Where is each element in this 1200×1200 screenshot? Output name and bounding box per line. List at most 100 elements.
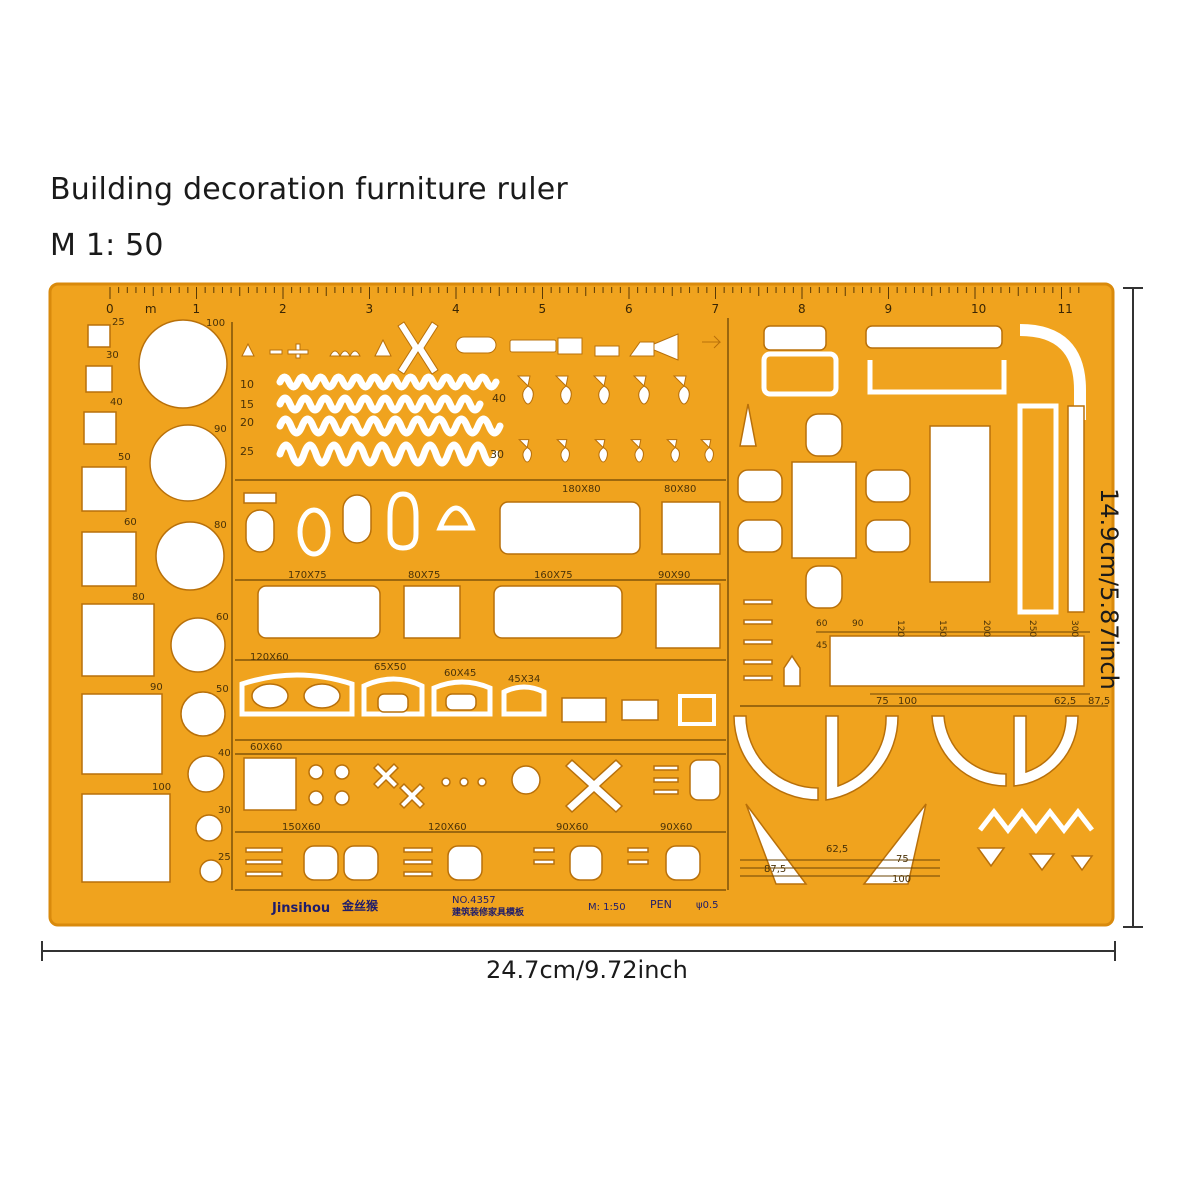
scale-number: 8: [798, 302, 806, 316]
circle-cutouts: [138, 319, 228, 883]
brand-cn-text: 金丝猴: [341, 898, 379, 913]
square-size-label: 100: [152, 782, 171, 793]
circle-size-label: 90: [214, 424, 227, 435]
wave-cutouts: [276, 373, 504, 467]
right-scale-label: 62,5: [1054, 696, 1076, 707]
size-label: 60X45: [444, 668, 476, 679]
circle-size-label: 25: [218, 852, 231, 863]
size-label: 160X75: [534, 570, 573, 581]
model-description: 建筑装修家具模板: [452, 906, 525, 918]
height-dimension-line: [1123, 287, 1143, 928]
wave-size-label: 20: [240, 416, 254, 429]
right-scale-label: 300: [1069, 620, 1079, 637]
right-scale-label: 150: [937, 620, 947, 637]
square-size-label: 50: [118, 452, 131, 463]
right-scale-label: 75: [876, 696, 889, 707]
right-scale-label: 45: [816, 641, 827, 651]
circle-size-label: 30: [218, 805, 231, 816]
teardrop-cutout: [592, 375, 610, 405]
scale-number: 2: [279, 302, 287, 316]
bath-cutouts: [245, 845, 701, 881]
scale-number: 9: [885, 302, 893, 316]
right-scale-label: 250: [1027, 620, 1037, 637]
size-label: 60X60: [250, 742, 282, 753]
circle-size-label: 80: [214, 520, 227, 531]
circle-size-labels: 100 90 80 60 50 40 30 25: [206, 318, 231, 863]
dining-set-cutouts: [737, 324, 1086, 687]
teardrop-cutout: [554, 375, 572, 405]
scale-number: 7: [712, 302, 720, 316]
dot-row-label: 30: [490, 448, 504, 461]
circle-size-label: 40: [218, 748, 231, 759]
square-size-labels: 25 30 40 50 60 80 90 100: [106, 317, 171, 793]
pen-size-text: ψ0.5: [696, 900, 719, 911]
width-dimension-line: [41, 941, 1116, 961]
right-scale-label: 90: [852, 619, 864, 629]
size-label: 180X80: [562, 484, 601, 495]
dimension-labels: 180X80 80X80 170X75 80X75 160X75 90X90 120X60 6…: [250, 484, 719, 918]
square-size-label: 60: [124, 517, 137, 528]
wave-size-labels: 10 15 20 25: [240, 378, 254, 458]
size-label: 80X75: [408, 570, 440, 581]
size-label: 90X90: [658, 570, 690, 581]
square-size-label: 90: [150, 682, 163, 693]
size-label: 90X60: [660, 822, 692, 833]
scale-number: 0: [106, 302, 114, 316]
size-label: 80X80: [664, 484, 696, 495]
teardrop-cutout: [517, 439, 532, 463]
scale-number: 3: [366, 302, 374, 316]
wave-size-label: 15: [240, 398, 254, 411]
fixture-symbols: [241, 321, 722, 375]
scale-number: m: [145, 302, 157, 316]
right-scale-label: 200: [981, 620, 991, 637]
teardrop-cutout: [516, 375, 534, 405]
teardrop-cutout: [629, 439, 644, 463]
size-label: 170X75: [288, 570, 327, 581]
model-number: NO.4357: [452, 895, 496, 906]
square-size-label: 30: [106, 350, 119, 361]
teardrop-cutouts: [516, 375, 714, 463]
square-size-label: 80: [132, 592, 145, 603]
circle-size-label: 100: [206, 318, 225, 329]
square-size-label: 25: [112, 317, 125, 328]
right-scale-lines: [740, 631, 1090, 877]
scale-number: 5: [539, 302, 547, 316]
stair-mark-label: 100: [892, 874, 911, 885]
teardrop-cutout: [555, 439, 570, 463]
bed-cutouts: [257, 501, 721, 649]
size-label: 90X60: [556, 822, 588, 833]
square-size-label: 40: [110, 397, 123, 408]
right-scale-label: 60: [816, 619, 828, 629]
right-scale-label: 87,5: [1088, 696, 1110, 707]
size-label: 120X60: [250, 652, 289, 663]
teardrop-size-labels: 40 30: [490, 392, 506, 461]
wave-size-label: 25: [240, 445, 254, 458]
right-scale-label: 120: [895, 620, 905, 637]
height-label: 14.9cm/5.87inch: [1095, 488, 1123, 690]
dot-row-label: 40: [492, 392, 506, 405]
scale-number: 10: [971, 302, 986, 316]
teardrop-cutout: [632, 375, 650, 405]
pen-text: PEN: [650, 898, 672, 911]
size-label: 45X34: [508, 674, 540, 685]
section-dividers: [231, 318, 1108, 891]
square-cutouts: [81, 324, 171, 883]
ratio-text: M: 1:50: [588, 902, 626, 913]
sanitary-cutouts: [243, 491, 476, 557]
title-caption: Building decoration furniture ruler: [50, 172, 568, 207]
tile-cutouts: [243, 757, 721, 814]
right-scale-label: 100: [898, 696, 917, 707]
scale-number: 11: [1058, 302, 1073, 316]
brand-text: Jinsihou: [271, 901, 330, 916]
size-label: 150X60: [282, 822, 321, 833]
sofa-cutouts: [239, 672, 716, 726]
wave-size-label: 10: [240, 378, 254, 391]
size-label: 120X60: [428, 822, 467, 833]
teardrop-cutout: [699, 439, 714, 463]
circle-size-label: 60: [216, 612, 229, 623]
scale-number: 6: [625, 302, 633, 316]
circle-size-label: 50: [216, 684, 229, 695]
